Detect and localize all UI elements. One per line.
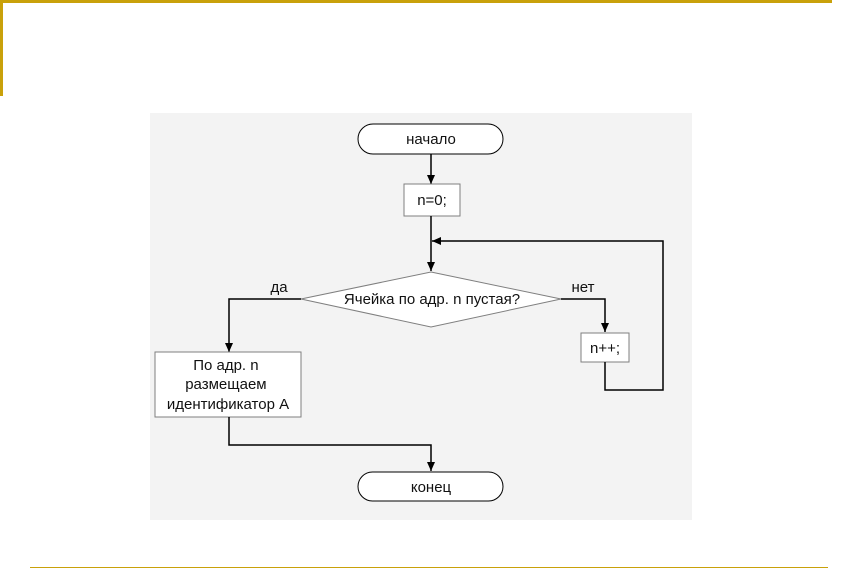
arrow-no-branch (561, 298, 609, 332)
action-line-1: По адр. n (193, 357, 258, 374)
end-terminator (357, 471, 504, 502)
yes-label: да (270, 279, 288, 296)
action-line-2: размещаем (185, 376, 266, 393)
init-process-box (403, 183, 461, 217)
action-line-3: идентификатор A (167, 396, 289, 413)
action-process-box (154, 351, 302, 418)
action-label: По адр. n размещаем идентификатор A (167, 357, 289, 413)
arrow-yes-branch (225, 298, 301, 352)
left-accent-bar (0, 0, 3, 96)
arrow-loop-back (432, 237, 664, 391)
bottom-accent-line (30, 567, 828, 568)
increment-process-box (580, 332, 630, 363)
top-accent-line (0, 0, 832, 3)
no-label: нет (572, 279, 595, 296)
increment-label: n++; (590, 340, 620, 357)
decision-diamond (300, 271, 562, 328)
init-label: n=0; (417, 192, 447, 209)
decision-label: Ячейка по адр. n пустая? (344, 291, 520, 308)
start-label: начало (406, 131, 456, 148)
arrow-action-to-end (228, 417, 435, 471)
end-label: конец (411, 479, 452, 496)
